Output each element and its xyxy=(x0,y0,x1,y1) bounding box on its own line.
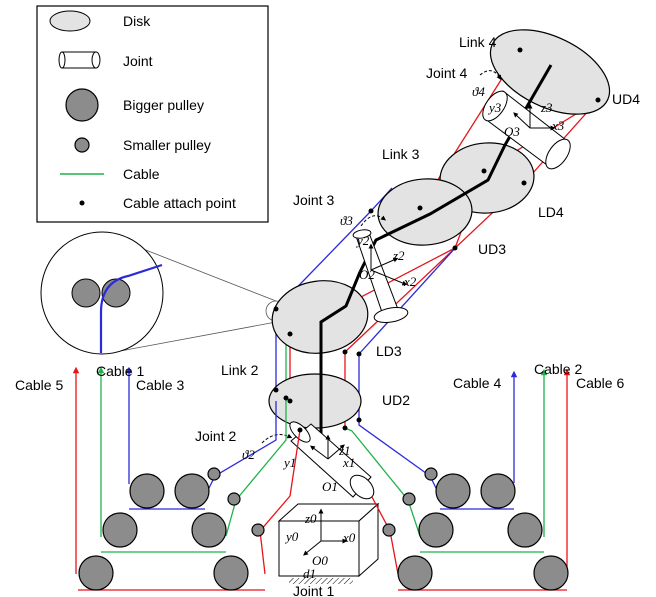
joint3-label: Joint 3 xyxy=(293,192,334,208)
link4-label: Link 4 xyxy=(459,34,497,50)
joint2-label: Joint 2 xyxy=(195,428,236,444)
d1-label: d1 xyxy=(303,566,316,581)
x0-label: x0 xyxy=(342,530,356,545)
joint4-label: Joint 4 xyxy=(426,65,467,81)
ld4-label: LD4 xyxy=(538,204,564,220)
small-pulley-r2 xyxy=(403,493,415,505)
pulley-left-2b xyxy=(192,513,226,547)
theta3-label: ϑ3 xyxy=(340,213,353,228)
z3-label: z3 xyxy=(540,100,553,115)
small-pulley-l2 xyxy=(228,493,240,505)
cable6-label: Cable 6 xyxy=(576,375,624,391)
legend: Disk Joint Bigger pulley Smaller pulley … xyxy=(37,6,268,222)
zoom-pulley-right xyxy=(102,279,130,307)
legend-joint-label: Joint xyxy=(123,53,153,69)
o2-label: O2 xyxy=(359,267,375,282)
base-box xyxy=(279,504,378,584)
small-pulley-r1 xyxy=(425,468,437,480)
disk-ud2 xyxy=(269,374,361,428)
ud4-label: UD4 xyxy=(612,91,640,107)
legend-bigger-pulley-icon xyxy=(66,89,98,121)
pulley-right-3a xyxy=(398,556,432,590)
y0-label: y0 xyxy=(284,529,299,544)
theta2-label: ϑ2 xyxy=(242,447,255,462)
pulley-left-3b xyxy=(214,556,248,590)
legend-bigger-pulley-label: Bigger pulley xyxy=(123,97,204,113)
x1-label: x1 xyxy=(342,455,355,470)
pulley-left-3a xyxy=(79,556,113,590)
ld3-label: LD3 xyxy=(376,343,402,359)
o1-label: O1 xyxy=(322,479,338,494)
pulley-right-1a xyxy=(436,474,470,508)
ud3-label: UD3 xyxy=(478,241,506,257)
o3-label: O3 xyxy=(504,124,520,139)
cable5-label: Cable 5 xyxy=(15,377,63,393)
ud2-label: UD2 xyxy=(382,392,410,408)
small-pulley-l1 xyxy=(208,468,220,480)
small-pulley-l3 xyxy=(252,524,264,536)
pulley-right-1b xyxy=(481,474,515,508)
pulley-left-2a xyxy=(103,513,137,547)
y3-label: y3 xyxy=(487,100,502,115)
zoom-detail xyxy=(41,232,286,354)
pulley-right-2a xyxy=(419,513,453,547)
legend-smaller-pulley-icon xyxy=(75,138,89,152)
x3-label: x3 xyxy=(551,118,565,133)
legend-disk-label: Disk xyxy=(123,13,151,29)
link3-label: Link 3 xyxy=(382,146,420,162)
zoom-pulley-left xyxy=(72,279,100,307)
cable4-label: Cable 4 xyxy=(453,375,501,391)
legend-cable-label: Cable xyxy=(123,166,160,182)
joint1-label: Joint 1 xyxy=(293,583,334,597)
z2-label: z2 xyxy=(392,248,405,263)
pulley-left-1b xyxy=(175,474,209,508)
link2-label: Link 2 xyxy=(221,362,259,378)
x2-label: x2 xyxy=(403,274,417,289)
legend-attach-point-icon xyxy=(80,201,85,206)
theta4-label: ϑ4 xyxy=(472,84,485,99)
legend-smaller-pulley-label: Smaller pulley xyxy=(123,137,211,153)
legend-disk-icon xyxy=(50,11,90,31)
y1-label: y1 xyxy=(282,455,296,470)
pulley-left-1a xyxy=(130,474,164,508)
legend-attach-point-label: Cable attach point xyxy=(123,195,236,211)
pulley-right-3b xyxy=(534,556,568,590)
pulley-right-2b xyxy=(508,513,542,547)
cable3-label: Cable 3 xyxy=(136,377,184,393)
legend-joint-icon xyxy=(59,52,100,68)
small-pulley-r3 xyxy=(383,524,395,536)
z0-label: z0 xyxy=(304,511,317,526)
y2-label: y2 xyxy=(355,233,370,248)
